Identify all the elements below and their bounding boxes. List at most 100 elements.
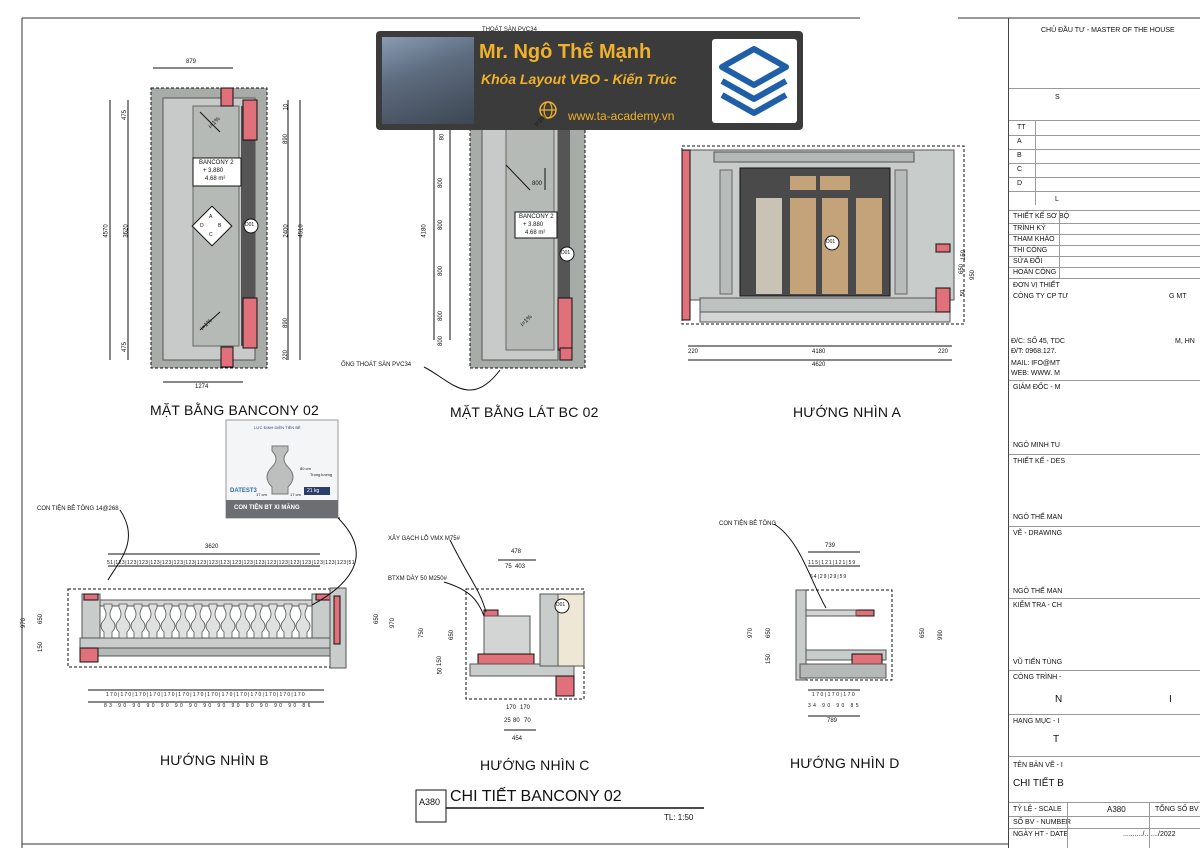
tb-item-t: T	[1053, 734, 1060, 745]
plan1-top-dim: 879	[186, 59, 197, 65]
title-view-b: HƯỚNG NHÌN B	[160, 752, 269, 768]
elevC-top-total: 478	[511, 549, 522, 555]
tb-address: Đ/C: SỐ 45, TDC	[1011, 338, 1065, 345]
plan2-drain-bottom: ỐNG THOÁT SÀN PVC34	[341, 362, 412, 368]
tb-total-label: TỔNG SỐ BV	[1155, 806, 1199, 813]
elevD-left-dim-3: 150	[766, 653, 773, 665]
elevC-left-dim-2: 650	[449, 629, 456, 641]
sheet-scale: TL: 1:50	[664, 813, 694, 822]
elevA-detail-marker: D01	[826, 239, 836, 245]
title-view-d: HƯỚNG NHÌN D	[790, 755, 900, 771]
tb-project-label: CÔNG TRÌNH -	[1013, 674, 1062, 681]
elevB-bottom-small-dims: 83 90 90 90 90 90 90 90 90 90 90 90 90 9…	[104, 703, 313, 709]
elevC-left-dim-1: 750	[419, 627, 426, 639]
tb-l-letter: L	[1055, 196, 1059, 203]
plan1-left-total: 4570	[103, 224, 110, 238]
sheet-title: CHI TIẾT BANCONY 02	[450, 788, 622, 805]
elevD-top-dims: 115|121|121|59	[808, 560, 857, 566]
inset-caption: CON TIỆN BT XI MĂNG	[234, 505, 300, 511]
elevB-top-dims: 51|123|123|123|123|123|123|123|123|123|1…	[107, 560, 356, 566]
tb-company-suffix: G MT	[1169, 293, 1187, 300]
elevD-left-dim-2: 650	[766, 627, 773, 639]
tb-director-label: GIÁM ĐỐC - M	[1013, 384, 1061, 391]
instructor-photo	[382, 37, 474, 124]
plan2-inner-dim: 800	[532, 181, 543, 187]
elevA-right-dim-4: 50	[960, 289, 967, 297]
plan1-right-dim-2: 890	[283, 133, 290, 145]
elevC-detail-marker: D01	[556, 602, 566, 608]
tb-row-asbuilt: HOÀN CÔNG	[1013, 269, 1057, 276]
plan1-room-level: + 3.880	[203, 168, 224, 174]
tb-director-name: NGÔ MINH TU	[1013, 442, 1060, 449]
tb-row-revision: SỬA ĐỔI	[1013, 258, 1043, 265]
tb-rev-a: A	[1017, 138, 1022, 145]
elevB-right-dim-1: 650	[374, 613, 381, 625]
plan-tiling-drawing	[423, 99, 586, 391]
plan1-right-dim-3: 2400	[283, 224, 290, 238]
tb-item-label: HẠNG MỤC - I	[1013, 718, 1060, 725]
tb-check-name: VŨ TIẾN TÙNG	[1013, 659, 1063, 666]
tb-owner: CHỦ ĐẦU TƯ - MASTER OF THE HOUSE	[1041, 27, 1175, 34]
dir-letter-b: B	[218, 223, 222, 229]
elevC-callout-1: XÂY GẠCH LỖ VMX M75#	[388, 536, 460, 542]
inset-dim-base: 17 cm	[256, 492, 267, 497]
tb-scale-value: A380	[1107, 805, 1126, 814]
tb-mail: MAIL: IFO@MT	[1011, 360, 1061, 367]
plan2-detail-marker: D01	[561, 250, 571, 256]
dir-letter-c: C	[209, 232, 213, 238]
tb-designer-name: NGÔ THẾ MAN	[1013, 514, 1063, 521]
plan1-detail-marker: D01	[245, 222, 255, 228]
banner-website-link[interactable]: www.ta-academy.vn	[568, 109, 675, 123]
elevA-right-dim-1: 650	[959, 263, 966, 275]
tb-row-construction: THI CÔNG	[1013, 247, 1048, 254]
elevB-left-dim-1: 970	[21, 617, 28, 629]
dir-letter-a: A	[209, 214, 213, 220]
elevA-right-dim-2: 150	[961, 249, 968, 261]
stacked-layers-icon	[719, 46, 789, 116]
elevC-top-dim-1: 75	[505, 564, 512, 570]
plan2-drain-top: THOÁT SÀN PVC34	[482, 27, 537, 33]
elevD-top-total: 739	[825, 543, 836, 549]
plan1-right-dim-4: 890	[283, 317, 290, 329]
tb-row-reference: THAM KHẢO	[1013, 236, 1055, 243]
title-plan-balcony: MẶT BẰNG BANCONY 02	[150, 402, 319, 418]
tb-project-i: I	[1169, 694, 1172, 705]
elevC-bottom-dim-4: 80	[513, 718, 520, 724]
elevD-right-dim-1: 650	[920, 627, 927, 639]
tb-rev-c: C	[1017, 166, 1023, 173]
tb-phone: Đ/T: 0968.127.	[1011, 348, 1057, 355]
elevC-bottom-dim-5: 70	[524, 718, 531, 724]
inset-dim-top: 17 cm	[290, 492, 301, 497]
plan1-right-total: 4510	[298, 224, 305, 238]
tb-number-label: SỐ BV - NUMBER	[1013, 819, 1071, 826]
banner-course-title: Khóa Layout VBO - Kiến Trúc	[481, 71, 677, 87]
plan2-left-dim-2: 800	[438, 177, 445, 189]
academy-logo	[712, 39, 797, 123]
dir-letter-d: D	[200, 223, 204, 229]
elevD-right-dim-2: 990	[938, 629, 945, 641]
inset-weight-label: Trọng lượng	[310, 472, 333, 477]
tb-s-letter: S	[1055, 94, 1060, 101]
banner-instructor-name: Mr. Ngô Thế Mạnh	[479, 41, 652, 63]
inset-brand: DATEST3	[230, 488, 257, 494]
elevD-total: 789	[827, 718, 838, 724]
inset-dim-height: 80 cm	[300, 466, 311, 471]
tb-sheetname-value: CHI TIẾT B	[1013, 778, 1064, 789]
elevB-left-dim-3: 150	[38, 641, 45, 653]
title-plan-tiling: MẶT BẰNG LÁT BC 02	[450, 404, 599, 420]
elevation-b-drawing	[67, 509, 357, 703]
course-banner: Mr. Ngô Thế Mạnh Khóa Layout VBO - Kiến …	[376, 31, 803, 130]
elevation-d-drawing	[773, 523, 893, 717]
plan2-left-dim-3: 800	[438, 219, 445, 231]
elevC-left-dim-3: 150	[437, 655, 444, 667]
elevC-left-dim-4: 50	[437, 667, 444, 675]
plan2-left-dim-6: 800	[438, 335, 445, 347]
plan1-room-area: 4.68 m²	[205, 176, 226, 182]
elevA-right-dim-3: 950	[970, 269, 977, 281]
elevD-bottom-small: 34 90 90 85	[808, 703, 861, 709]
elevA-dim-mid: 4180	[812, 349, 826, 355]
elevation-b-balusters	[100, 603, 311, 639]
elevation-a-drawing	[681, 145, 965, 361]
tb-project-n: N	[1055, 694, 1063, 705]
